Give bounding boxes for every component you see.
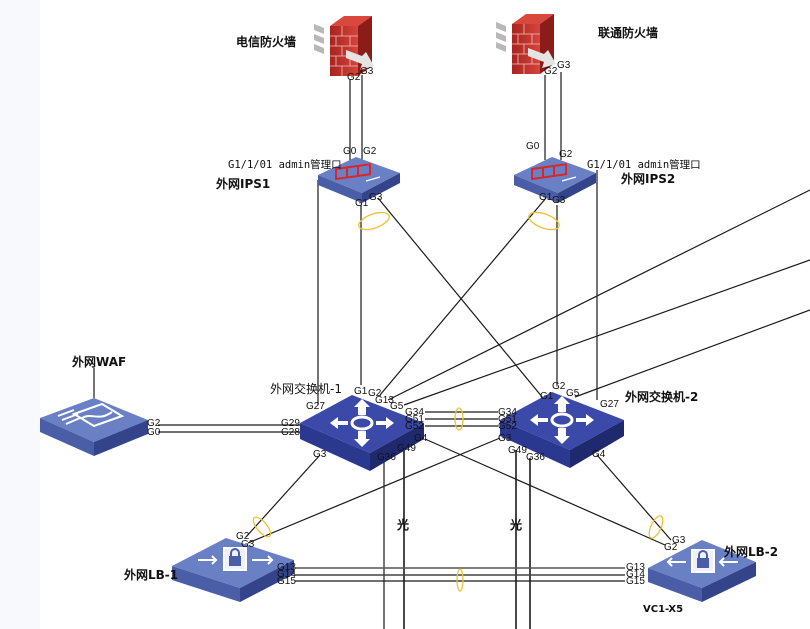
port-ips1-g2: G2 xyxy=(363,146,377,157)
label-switch1: 外网交换机-1 xyxy=(270,382,342,396)
label-ips2-mgmt: G1/1/01 admin管理口 xyxy=(587,159,701,171)
ips2-device-icon[interactable] xyxy=(514,157,596,203)
link-sw2-g5-offscreen xyxy=(574,309,810,398)
ips1-device-icon[interactable] xyxy=(318,157,400,203)
lb1-device-icon[interactable] xyxy=(172,538,294,602)
link-sw2-g3-lb1-g3 xyxy=(247,437,501,544)
link-sw1-g3-lb1-g2 xyxy=(245,454,321,538)
port-lb1-g3: G3 xyxy=(241,539,255,550)
port-ips1-g3: G3 xyxy=(369,192,383,203)
port-sw1-g4: G4 xyxy=(414,433,428,444)
links xyxy=(93,72,810,629)
port-fw1-g3: G3 xyxy=(360,66,374,77)
lag-ellipse-lb1 xyxy=(252,516,272,538)
port-lb1-g14: G14 xyxy=(277,569,296,580)
port-sw2-g2: G2 xyxy=(552,381,566,392)
lag-ellipse-ips2 xyxy=(528,211,560,231)
label-fiber-right: 光 xyxy=(510,518,523,532)
port-sw1-g49: G49 xyxy=(397,443,416,454)
firewall-unicom-icon[interactable] xyxy=(496,14,556,74)
port-lb2-g13: G13 xyxy=(626,562,645,573)
port-lb1-g15: G15 xyxy=(277,576,296,587)
port-sw2-g1: G1 xyxy=(540,391,554,402)
port-sw1-g29: G29 xyxy=(281,418,300,429)
port-waf-g2: G2 xyxy=(147,418,161,429)
port-lb1-g2: G2 xyxy=(236,531,250,542)
port-lb2-g15: G15 xyxy=(626,576,645,587)
port-sw2-g5: G5 xyxy=(566,388,580,399)
label-waf: 外网WAF xyxy=(72,355,127,369)
label-switch2: 外网交换机-2 xyxy=(625,390,699,404)
label-fw-telecom: 电信防火墙 xyxy=(236,35,297,49)
link-ips2-g1-sw1-g2 xyxy=(379,197,547,396)
port-ips1-g0: G0 xyxy=(343,146,357,157)
port-sw2-g51: G51 xyxy=(498,414,517,425)
lag-ellipse-lb-link xyxy=(456,568,464,592)
port-sw1-g13: G13 xyxy=(375,395,394,406)
port-sw1-g51: G51 xyxy=(405,414,424,425)
port-sw1-g27: G27 xyxy=(306,401,325,412)
port-sw2-g34: G34 xyxy=(498,407,517,418)
link-sw1-g5-offscreen xyxy=(403,259,810,406)
label-ips1-mgmt: G1/1/01 admin管理口 xyxy=(228,159,342,171)
port-ips2-g2: G2 xyxy=(559,149,573,160)
firewall-telecom-icon[interactable] xyxy=(314,16,374,76)
label-fiber-left: 光 xyxy=(397,518,410,532)
switch2-device-icon[interactable] xyxy=(500,392,624,468)
switch1-device-icon[interactable] xyxy=(300,395,424,471)
port-fw1-g2: G2 xyxy=(347,72,361,83)
port-sw2-g4: G4 xyxy=(592,449,606,460)
left-panel-edge xyxy=(0,0,40,629)
port-sw2-g52: G52 xyxy=(498,421,517,432)
port-sw2-g3: G3 xyxy=(498,433,512,444)
label-fw-unicom: 联通防火墙 xyxy=(598,26,659,40)
port-lb2-g3: G3 xyxy=(672,535,686,546)
port-waf-g0: G0 xyxy=(147,427,161,438)
label-ips2: 外网IPS2 xyxy=(621,172,676,186)
port-sw1-g36: G36 xyxy=(377,452,396,463)
lag-markers xyxy=(252,211,664,592)
port-fw2-g2: G2 xyxy=(544,66,558,77)
port-sw1-g28: G28 xyxy=(281,427,300,438)
link-sw2-g4-lb2-g3 xyxy=(596,454,672,541)
port-sw1-g52: G52 xyxy=(405,421,424,432)
lb2-device-icon[interactable] xyxy=(648,540,756,602)
link-sw1-g13-offscreen xyxy=(387,189,810,401)
label-ips1: 外网IPS1 xyxy=(216,177,271,191)
port-fw2-g3: G3 xyxy=(557,60,571,71)
port-sw2-g36: G36 xyxy=(526,452,545,463)
label-lb2-vc: VC1-X5 xyxy=(643,604,684,615)
lag-ellipse-lb2 xyxy=(648,515,664,539)
port-lb1-g13: G13 xyxy=(277,562,296,573)
port-sw1-g3: G3 xyxy=(313,449,327,460)
port-ips2-g1: G1 xyxy=(539,192,553,203)
label-lb2: 外网LB-2 xyxy=(724,545,779,559)
port-ips1-g1: G1 xyxy=(355,198,369,209)
lag-ellipse-stack xyxy=(454,407,464,431)
port-sw1-g2: G2 xyxy=(368,388,382,399)
port-sw1-g34: G34 xyxy=(405,407,424,418)
port-ips2-g3: G3 xyxy=(552,195,566,206)
port-lb2-g14: G14 xyxy=(626,569,645,580)
port-sw1-g1: G1 xyxy=(354,386,368,397)
port-lb2-g2: G2 xyxy=(664,542,678,553)
link-sw1-g4-lb2-g2 xyxy=(424,438,666,546)
lag-ellipse-ips1 xyxy=(358,211,390,231)
port-sw2-g49: G49 xyxy=(508,445,527,456)
port-sw2-g27: G27 xyxy=(600,399,619,410)
port-sw1-g5: G5 xyxy=(390,401,404,412)
waf-device-icon[interactable] xyxy=(40,398,148,456)
label-lb1: 外网LB-1 xyxy=(124,568,179,582)
port-ips2-g0: G0 xyxy=(526,141,540,152)
